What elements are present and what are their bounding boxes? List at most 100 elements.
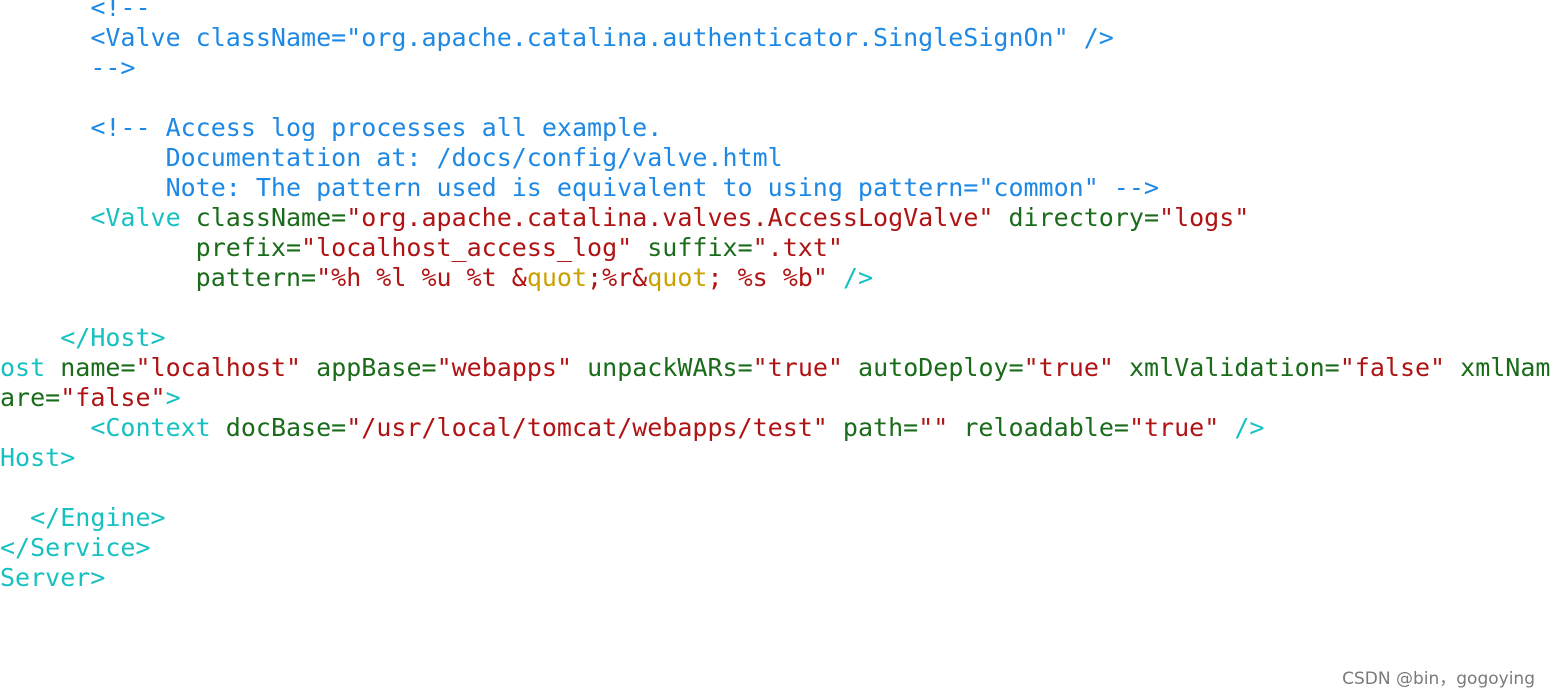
code-token-tag: Host>	[0, 443, 76, 472]
code-token-str: ;%r&	[587, 263, 648, 292]
code-token-plain	[843, 353, 858, 382]
code-token-ent: quot	[526, 263, 588, 292]
code-token-plain	[181, 203, 196, 232]
code-token-eq: =	[285, 233, 302, 262]
code-line: ost name="localhost" appBase="webapps" u…	[0, 353, 1550, 383]
code-token-str: "logs"	[1159, 203, 1250, 232]
code-token-tag: ost	[0, 353, 46, 382]
code-token-eq: =	[331, 203, 347, 232]
code-token-plain	[948, 413, 963, 442]
code-token-tag: <Context	[90, 413, 211, 442]
code-token-plain	[211, 413, 226, 442]
code-token-plain	[0, 413, 90, 442]
code-token-tag: <Valve	[90, 203, 181, 232]
code-token-eq: =	[1324, 353, 1340, 382]
code-token-eq: =	[1143, 203, 1160, 232]
code-line: </Service>	[0, 533, 151, 563]
code-token-comment: Note: The pattern used is equivalent to …	[165, 173, 1159, 202]
code-token-comment: <Valve className="org.apache.catalina.au…	[90, 23, 1114, 52]
code-token-plain	[0, 53, 90, 82]
code-line: prefix="localhost_access_log" suffix=".t…	[0, 233, 843, 263]
code-token-tag: Server>	[0, 563, 106, 592]
code-token-plain	[0, 503, 30, 532]
code-line: <Valve className="org.apache.catalina.au…	[0, 23, 1114, 53]
code-token-plain	[0, 233, 196, 262]
code-token-tag: </Engine>	[30, 503, 166, 532]
code-token-attr: xmlName	[1460, 353, 1550, 382]
code-token-str: "localhost_access_log"	[301, 233, 633, 262]
code-token-attr: appBase	[316, 353, 422, 382]
code-token-str: "true"	[1128, 413, 1220, 442]
code-token-plain	[828, 413, 843, 442]
code-token-eq: =	[903, 413, 919, 442]
code-line: <Valve className="org.apache.catalina.va…	[0, 203, 1249, 233]
code-token-attr: name	[60, 353, 121, 382]
code-token-attr: unpackWARs	[587, 353, 738, 382]
code-token-plain	[45, 353, 60, 382]
code-token-ent: quot	[647, 263, 708, 292]
code-token-str: "%h %l %u %t &	[316, 263, 527, 292]
code-token-plain	[0, 113, 90, 142]
code-token-comment: Documentation at: /docs/config/valve.htm…	[165, 143, 783, 172]
code-token-plain	[1114, 353, 1129, 382]
code-token-tag: >	[165, 383, 181, 412]
code-token-plain	[301, 353, 316, 382]
code-token-attr: docBase	[225, 413, 332, 442]
code-line: </Host>	[0, 323, 166, 353]
code-token-attr: are	[0, 383, 46, 412]
code-token-str: "false"	[60, 383, 166, 412]
code-line: <!-- Access log processes all example.	[0, 113, 662, 143]
code-token-plain	[572, 353, 587, 382]
code-line: Note: The pattern used is equivalent to …	[0, 173, 1159, 203]
code-line: Server>	[0, 563, 105, 593]
code-token-comment: <!-- Access log processes all example.	[90, 113, 663, 142]
code-token-attr: pattern	[195, 263, 302, 292]
code-token-eq: =	[331, 413, 347, 442]
code-token-eq: =	[1113, 413, 1129, 442]
code-token-attr: reloadable	[963, 413, 1114, 442]
code-token-tag: </Service>	[0, 533, 151, 562]
code-token-plain	[0, 323, 60, 352]
code-token-plain	[0, 143, 166, 172]
code-token-str: "false"	[1339, 353, 1446, 382]
code-line: Host>	[0, 443, 75, 473]
code-token-comment: <!--	[90, 0, 151, 22]
code-token-plain	[1219, 413, 1234, 442]
code-token-attr: className	[195, 203, 332, 232]
code-token-str: "webapps"	[436, 353, 573, 382]
code-token-attr: autoDeploy	[858, 353, 1009, 382]
code-token-tag: />	[842, 263, 874, 292]
code-token-str: "true"	[1023, 353, 1114, 382]
code-token-str: ; %s %b"	[707, 263, 828, 292]
code-line: <Context docBase="/usr/local/tomcat/weba…	[0, 413, 1264, 443]
code-line: are="false">	[0, 383, 181, 413]
code-token-plain	[828, 263, 843, 292]
code-line: -->	[0, 53, 135, 83]
code-line: </Engine>	[0, 503, 166, 533]
code-token-plain	[0, 0, 90, 22]
code-token-str: ".txt"	[752, 233, 843, 262]
code-line: pattern="%h %l %u %t &quot;%r&quot; %s %…	[0, 263, 873, 293]
code-line: <!--	[0, 0, 151, 23]
code-token-str: ""	[918, 413, 949, 442]
code-token-str: "localhost"	[135, 353, 302, 382]
code-token-attr: directory	[1008, 203, 1144, 232]
code-token-plain	[632, 233, 647, 262]
code-token-eq: =	[301, 263, 317, 292]
code-token-tag: </Host>	[60, 323, 166, 352]
code-token-plain	[0, 203, 90, 232]
code-token-eq: =	[737, 353, 753, 382]
code-token-eq: =	[421, 353, 437, 382]
code-token-plain	[1445, 353, 1460, 382]
code-token-attr: xmlValidation	[1129, 353, 1325, 382]
code-token-attr: suffix	[647, 233, 738, 262]
code-token-eq: =	[45, 383, 61, 412]
code-token-eq: =	[1008, 353, 1024, 382]
code-token-comment: -->	[90, 53, 136, 82]
code-token-plain	[0, 173, 166, 202]
code-token-eq: =	[120, 353, 136, 382]
code-token-str: "/usr/local/tomcat/webapps/test"	[346, 413, 828, 442]
code-token-str: "org.apache.catalina.valves.AccessLogVal…	[346, 203, 994, 232]
code-token-eq: =	[737, 233, 753, 262]
